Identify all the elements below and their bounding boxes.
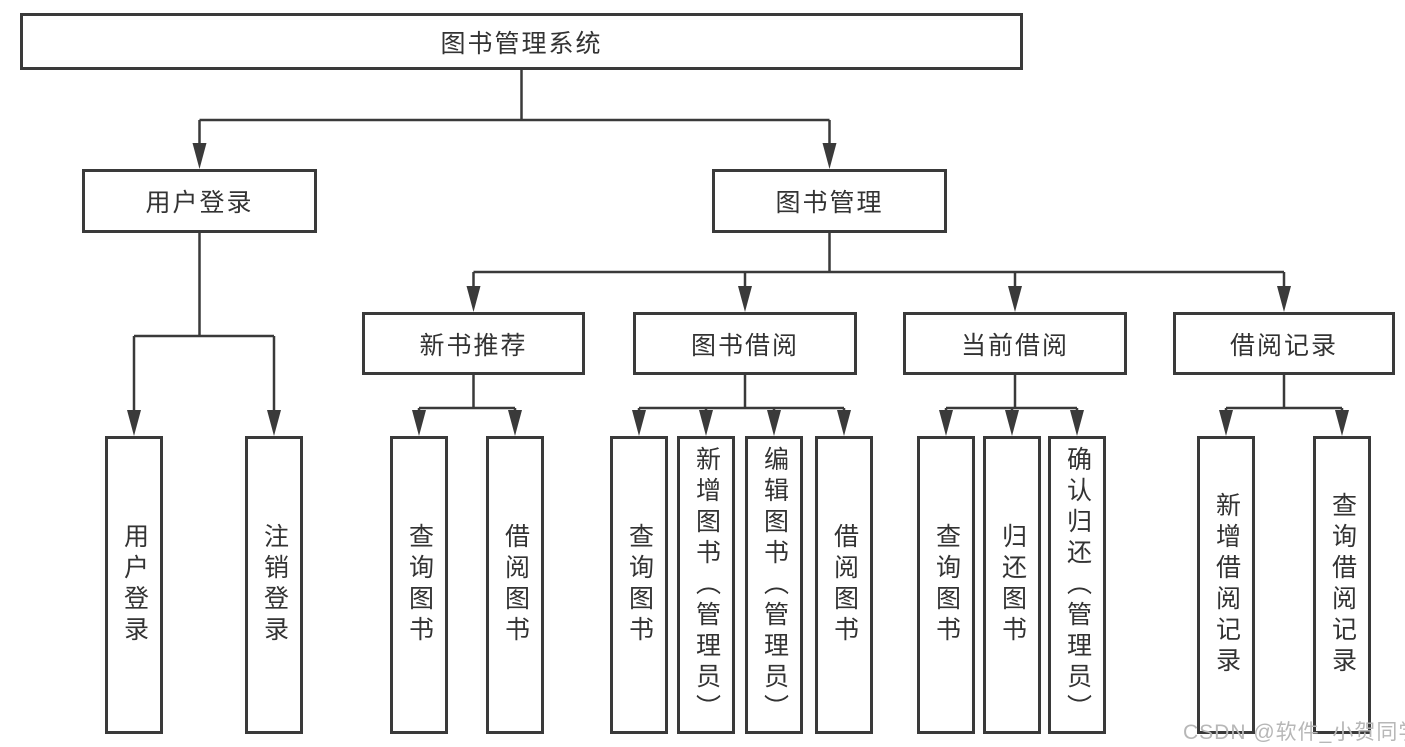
node-book-management: 图书管理: [712, 169, 947, 233]
leaf-confirm-return-admin: 确认归还（管理员）: [1048, 436, 1106, 734]
arrowheads-level3: [466, 286, 1291, 312]
leaf-edit-book-admin: 编辑图书（管理员）: [745, 436, 803, 734]
leaf-add-borrow-record: 新增借阅记录: [1197, 436, 1255, 734]
connector-new-book-recommend-to-leaves: [417, 375, 517, 414]
csdn-watermark: CSDN @软件_小贺同学: [1183, 721, 1405, 744]
node-root-label: 图书管理系统: [440, 29, 603, 58]
node-user-login-label: 用户登录: [145, 189, 254, 217]
node-book-management-label: 图书管理: [775, 189, 884, 217]
leaf-user-login-label: 用户登录: [120, 523, 149, 647]
arrowheads-borrow-records: [1219, 410, 1349, 436]
leaf-user-login: 用户登录: [105, 436, 163, 734]
leaf-borrow-books-label: 借阅图书: [830, 523, 859, 647]
leaf-logout: 注销登录: [245, 436, 303, 734]
arrowheads-new-book-recommend: [412, 410, 522, 436]
node-current-borrow-label: 当前借阅: [960, 331, 1069, 360]
arrowheads-user-login-leaves: [127, 410, 281, 436]
node-new-book-recommend: 新书推荐: [362, 312, 585, 375]
leaf-query-books-current-label: 查询图书: [932, 523, 961, 647]
leaf-query-books-borrow-label: 查询图书: [625, 523, 654, 647]
leaf-add-book-admin: 新增图书（管理员）: [677, 436, 735, 734]
leaf-logout-label: 注销登录: [260, 523, 289, 647]
leaf-query-borrow-record: 查询借阅记录: [1313, 436, 1371, 734]
connector-current-borrow-to-leaves: [944, 375, 1079, 414]
node-new-book-recommend-label: 新书推荐: [419, 331, 528, 360]
leaf-return-book-label: 归还图书: [998, 523, 1027, 647]
leaf-add-book-admin-label: 新增图书（管理员）: [692, 445, 721, 725]
leaf-return-book: 归还图书: [983, 436, 1041, 734]
connector-user-login-to-leaves: [132, 233, 276, 412]
node-borrow-records-label: 借阅记录: [1229, 331, 1338, 360]
node-root: 图书管理系统: [20, 13, 1023, 70]
connector-book-management-to-level3: [472, 233, 1286, 290]
node-user-login: 用户登录: [82, 169, 317, 233]
connector-book-borrow-to-leaves: [637, 375, 846, 414]
node-book-borrow-label: 图书借阅: [690, 331, 799, 360]
leaf-query-books-borrow: 查询图书: [610, 436, 668, 734]
node-borrow-records: 借阅记录: [1173, 312, 1395, 375]
connector-borrow-records-to-leaves: [1224, 375, 1344, 414]
leaf-add-borrow-record-label: 新增借阅记录: [1212, 492, 1241, 678]
arrowheads-root-to-level2: [192, 143, 837, 169]
leaf-query-books-current: 查询图书: [917, 436, 975, 734]
arrowheads-current-borrow: [939, 410, 1084, 436]
leaf-query-borrow-record-label: 查询借阅记录: [1328, 492, 1357, 678]
leaf-borrow-books: 借阅图书: [815, 436, 873, 734]
leaf-edit-book-admin-label: 编辑图书（管理员）: [760, 445, 789, 725]
connector-root-to-level2: [198, 70, 831, 145]
leaf-query-books-recommend-label: 查询图书: [405, 523, 434, 647]
leaf-query-books-recommend: 查询图书: [390, 436, 448, 734]
node-book-borrow: 图书借阅: [633, 312, 857, 375]
node-current-borrow: 当前借阅: [903, 312, 1127, 375]
leaf-confirm-return-admin-label: 确认归还（管理员）: [1063, 445, 1092, 725]
leaf-borrow-books-recommend-label: 借阅图书: [501, 523, 530, 647]
leaf-borrow-books-recommend: 借阅图书: [486, 436, 544, 734]
arrowheads-book-borrow: [632, 410, 851, 436]
